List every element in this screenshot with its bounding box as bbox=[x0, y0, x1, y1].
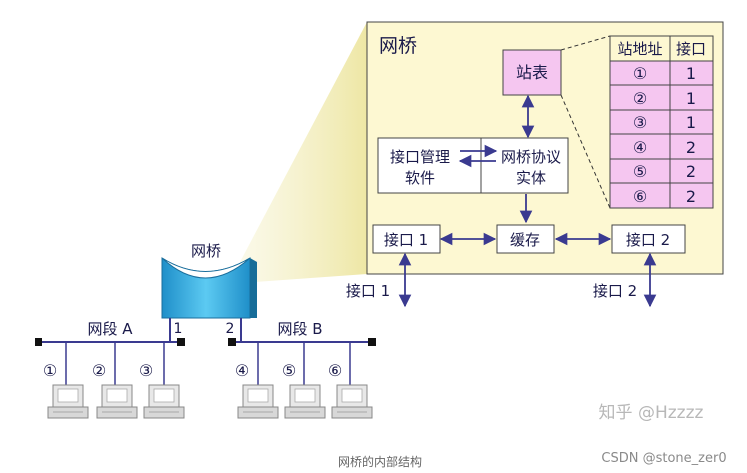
table-cell-port: 1 bbox=[686, 89, 696, 108]
bridge-right-port-label: 2 bbox=[226, 321, 235, 337]
segment-b-right-terminator bbox=[368, 338, 376, 346]
computer-icon bbox=[96, 384, 138, 419]
table-header-port: 接口 bbox=[676, 40, 706, 58]
table-cell-port: 2 bbox=[686, 138, 696, 157]
bridge-icon bbox=[161, 257, 257, 319]
zhihu-watermark: 知乎 @Hzzzz bbox=[599, 403, 704, 423]
port2-box bbox=[611, 224, 686, 254]
computer-icon bbox=[237, 384, 279, 419]
table-header-station: 站地址 bbox=[617, 40, 662, 58]
station-table-label: 站表 bbox=[516, 63, 548, 82]
dashed-connector-top bbox=[560, 35, 611, 51]
zoom-beam bbox=[240, 22, 367, 282]
external-port2-label: 接口 2 bbox=[593, 282, 637, 300]
station-table-box bbox=[502, 49, 562, 96]
bridge-detail-title: 网桥 bbox=[379, 35, 417, 57]
computer-icon bbox=[143, 384, 185, 419]
table-cell-port: 1 bbox=[686, 113, 696, 132]
software-protocol-box bbox=[377, 137, 569, 194]
station-label: ⑥ bbox=[328, 361, 342, 380]
segment-b-label: 网段 B bbox=[277, 320, 322, 338]
computer-icon bbox=[284, 384, 326, 419]
protocol-entity-line1: 网桥协议 bbox=[501, 148, 561, 166]
buffer-label: 缓存 bbox=[510, 231, 540, 249]
table-cell-station: ⑤ bbox=[633, 162, 647, 181]
port-mgmt-software-line2: 软件 bbox=[405, 169, 435, 187]
segment-b-left-terminator bbox=[228, 338, 236, 346]
external-port1-label: 接口 1 bbox=[346, 282, 390, 300]
buffer-box bbox=[496, 224, 555, 254]
table-cell-port: 2 bbox=[686, 162, 696, 181]
segment-a-left-terminator bbox=[35, 338, 42, 346]
computer-icon bbox=[47, 384, 89, 419]
csdn-watermark: CSDN @stone_zer0 bbox=[601, 451, 726, 466]
station-label: ① bbox=[43, 361, 57, 380]
table-cell-station: ⑥ bbox=[633, 187, 647, 206]
protocol-entity-line2: 实体 bbox=[516, 169, 546, 187]
table-cell-station: ② bbox=[633, 89, 647, 108]
figure-caption: 网桥的内部结构 bbox=[338, 454, 422, 469]
port2-box-label: 接口 2 bbox=[626, 231, 670, 249]
table-cell-station: ① bbox=[633, 64, 647, 83]
table-cell-station: ③ bbox=[633, 113, 647, 132]
port-mgmt-software-line1: 接口管理 bbox=[390, 148, 450, 166]
table-cell-port: 2 bbox=[686, 187, 696, 206]
port1-box-label: 接口 1 bbox=[384, 231, 428, 249]
station-label: ⑤ bbox=[282, 361, 296, 380]
bridge-left-port-label: 1 bbox=[174, 321, 183, 337]
table-cell-port: 1 bbox=[686, 64, 696, 83]
bridge-icon-label: 网桥 bbox=[191, 242, 221, 260]
segment-a-label: 网段 A bbox=[87, 320, 133, 338]
station-label: ② bbox=[92, 361, 106, 380]
station-label: ④ bbox=[235, 361, 249, 380]
computer-icon bbox=[331, 384, 373, 419]
station-label: ③ bbox=[139, 361, 153, 380]
segment-a-right-terminator bbox=[177, 338, 185, 346]
table-cell-station: ④ bbox=[633, 138, 647, 157]
station-address-table: 站地址 接口 ① 1 ② 1 ③ 1 ④ 2 ⑤ 2 ⑥ 2 bbox=[609, 35, 714, 209]
